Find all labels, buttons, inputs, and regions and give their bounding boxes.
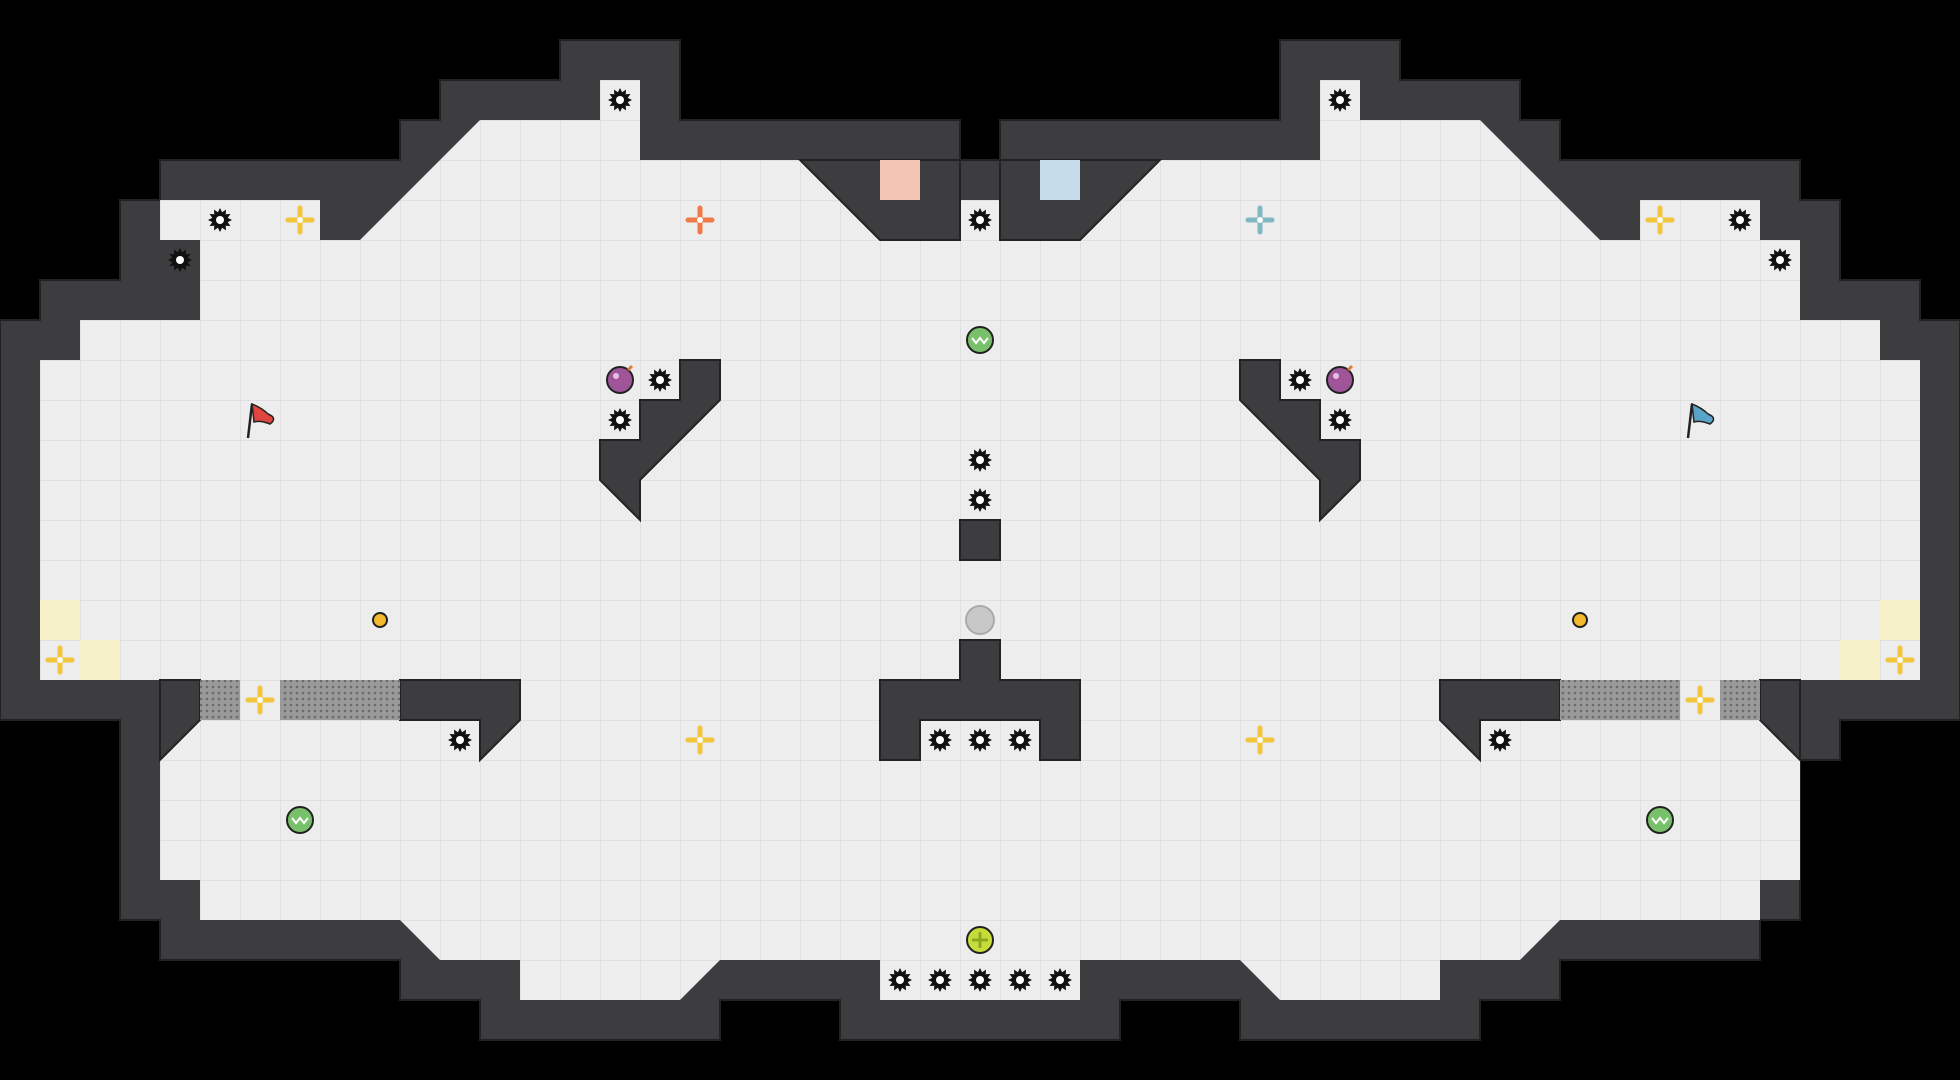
- gate-tile: [200, 680, 240, 720]
- spike-icon: [1328, 88, 1352, 112]
- spike-icon: [208, 208, 232, 232]
- spike-icon: [168, 248, 192, 272]
- spike-icon: [608, 408, 632, 432]
- gate-tile: [1640, 680, 1680, 720]
- bomb-icon: [606, 364, 634, 394]
- boost-icon: [1885, 645, 1915, 675]
- gate-group-left: [200, 680, 400, 720]
- spike-icon: [928, 968, 952, 992]
- spike-icon: [1048, 968, 1072, 992]
- powerup-icon: [1646, 806, 1674, 834]
- bomb-icon: [1326, 364, 1354, 394]
- powerup-icon: [966, 326, 994, 354]
- spike-icon: [1488, 728, 1512, 752]
- gate-tile: [320, 680, 360, 720]
- spike-icon: [1728, 208, 1752, 232]
- gate-group-right: [1560, 680, 1760, 720]
- boost-icon: [45, 645, 75, 675]
- spike-icon: [968, 448, 992, 472]
- neutral-ball-icon: [965, 605, 995, 635]
- spike-icon: [448, 728, 472, 752]
- blue-endzone-tile: [1040, 160, 1080, 200]
- boost-icon: [1645, 205, 1675, 235]
- small-dot-icon: [1572, 612, 1588, 628]
- gate-tile: [360, 680, 400, 720]
- boost-icon: [1245, 725, 1275, 755]
- yellow-tile: [80, 640, 120, 680]
- powerup-icon: [286, 806, 314, 834]
- spike-icon: [888, 968, 912, 992]
- spike-icon: [968, 968, 992, 992]
- yellow-tile: [1880, 600, 1920, 640]
- spike-icon: [968, 728, 992, 752]
- red-endzone-tile: [880, 160, 920, 200]
- gate-tile: [280, 680, 320, 720]
- gate-tile: [1720, 680, 1760, 720]
- inner-wall-right: [1239, 359, 1361, 523]
- spike-icon: [968, 488, 992, 512]
- spike-icon: [968, 208, 992, 232]
- red-flag-icon: [246, 402, 275, 439]
- blue-flag-icon: [1686, 402, 1715, 439]
- boost-icon: [685, 205, 715, 235]
- boost-icon: [1685, 685, 1715, 715]
- spike-icon: [608, 88, 632, 112]
- center-block: [959, 519, 1001, 561]
- spike-icon: [1328, 408, 1352, 432]
- small-dot-icon: [372, 612, 388, 628]
- spike-icon: [928, 728, 952, 752]
- spike-icon: [1768, 248, 1792, 272]
- inner-wall-left: [599, 359, 721, 523]
- gate-tile: [1560, 680, 1600, 720]
- gate-tile: [1600, 680, 1640, 720]
- yellow-tile: [40, 600, 80, 640]
- center-powerup-icon: [966, 926, 994, 954]
- spike-icon: [648, 368, 672, 392]
- boost-icon: [285, 205, 315, 235]
- spike-icon: [1288, 368, 1312, 392]
- spike-icon: [1008, 728, 1032, 752]
- spike-icon: [1008, 968, 1032, 992]
- boost-icon: [245, 685, 275, 715]
- center-bottom-wall: [879, 639, 1081, 761]
- boost-icon: [685, 725, 715, 755]
- boost-icon: [1245, 205, 1275, 235]
- yellow-tile: [1840, 640, 1880, 680]
